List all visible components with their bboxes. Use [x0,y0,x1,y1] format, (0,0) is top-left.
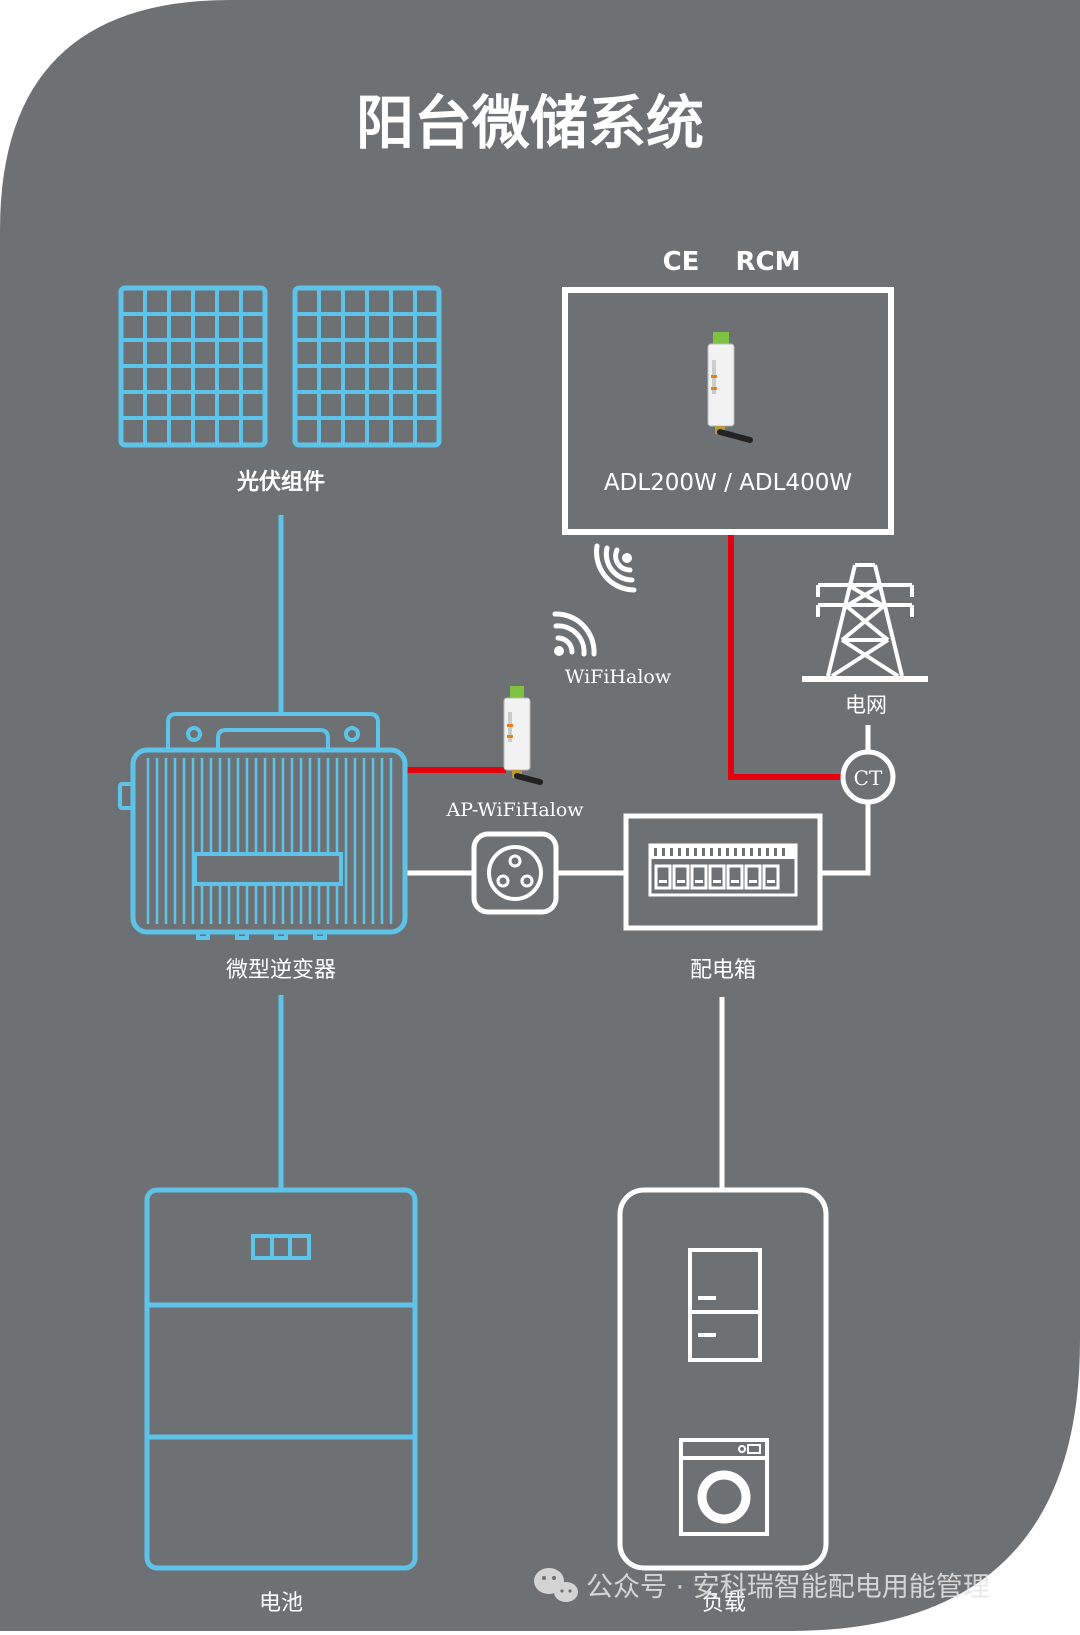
label-grid: 电网 [845,693,887,717]
wechat-icon [534,1568,578,1602]
label-battery: 电池 [259,1591,303,1616]
solar-panel-icon [118,285,442,448]
power-tower-icon [802,563,928,682]
wifi-signal-icon [552,611,597,657]
watermark-text: 公众号 · 安科瑞智能配电用能管理 [586,1572,990,1603]
label-ct: CT [854,766,883,790]
wireless-signal-icon [594,543,637,593]
distribution-box-icon [623,813,823,931]
ct-sensor [840,749,896,805]
cert-rcm: RCM [736,247,801,277]
battery-icon [144,1187,418,1571]
page-title: 阳台微储系统 [356,89,704,157]
refrigerator-icon [688,1248,762,1362]
load-icon [617,1187,829,1571]
line-meter-ct [728,534,843,780]
label-load: 负载 [702,1591,746,1616]
micro-inverter-icon [118,712,408,940]
label-distribution-box: 配电箱 [690,958,756,983]
cert-ce: CE [663,247,700,277]
solar-panel-left [118,285,268,448]
meter-device-icon [707,332,753,443]
label-ap: AP-WiFiHalow [445,799,584,821]
meter-model: ADL200W / ADL400W [604,470,852,496]
ap-module-icon [503,686,543,785]
washing-machine-icon [679,1438,769,1536]
solar-panel-right [292,285,442,448]
label-wifi: WiFiHalow [565,666,672,688]
meter-box [562,287,894,535]
line-box-ct [820,802,871,876]
power-socket-icon [471,831,559,915]
label-inverter: 微型逆变器 [226,958,336,983]
label-solar: 光伏组件 [236,469,325,495]
